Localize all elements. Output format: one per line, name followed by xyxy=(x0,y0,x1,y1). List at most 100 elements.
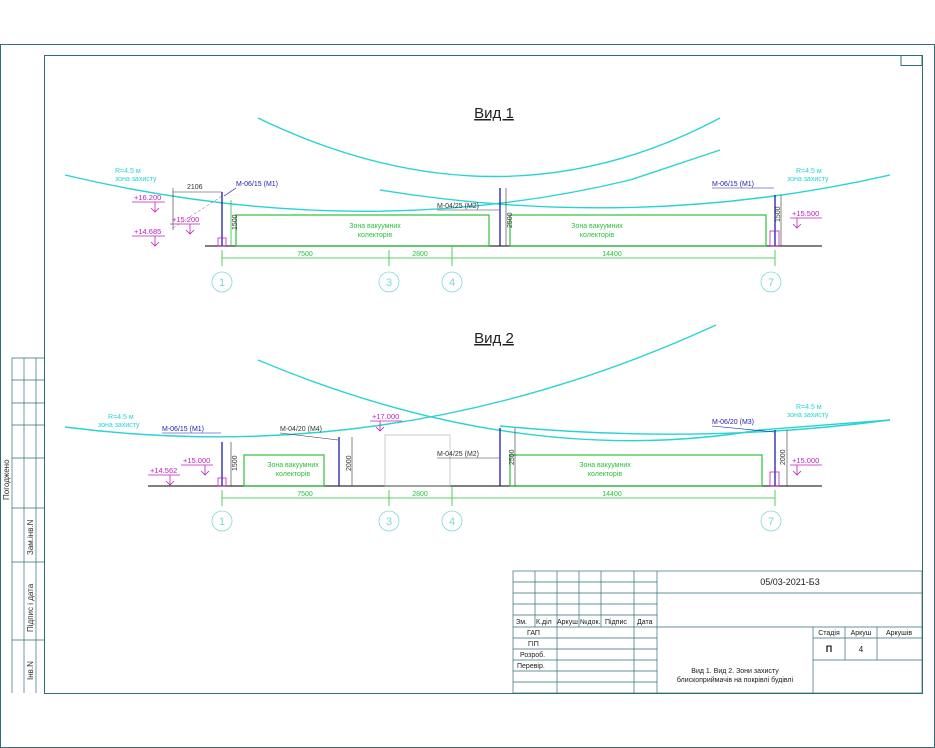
tb-header-kdil: К.діл xyxy=(536,618,552,626)
view-1-level-16200: +16.200 xyxy=(134,193,161,202)
document-code: 05/03-2021-Б3 xyxy=(760,577,819,587)
view-2-mast-label-4: М-06/20 (М3) xyxy=(712,419,754,426)
view-1-zone-label-left-2: колекторів xyxy=(358,231,392,239)
view-2-axis-4 xyxy=(441,510,463,532)
view-2-zone-right-label: зона захисту xyxy=(787,412,829,419)
view-2-axis-3 xyxy=(378,510,400,532)
view-1-axis-7-label: 7 xyxy=(768,277,774,289)
stamp-agreed: Погоджено xyxy=(2,459,11,500)
view-2-span-7500: 7500 xyxy=(297,491,313,498)
view-1-collector-zone-right xyxy=(509,214,767,247)
view-2-span-14400: 14400 xyxy=(602,491,622,498)
inner-frame xyxy=(44,55,923,694)
view-2-axis-7 xyxy=(760,510,782,532)
view-1-axis-1 xyxy=(211,271,233,293)
view-1-dim-1500-right: 1500 xyxy=(775,206,782,222)
tb-header-signature: Підпис xyxy=(605,618,627,626)
tb-role-checked: Перевір. xyxy=(517,662,545,670)
view-2-dim-2000-left: 2000 xyxy=(346,455,353,471)
view-1-arc-right xyxy=(379,174,891,209)
tb-sheet-value: 4 xyxy=(859,645,864,654)
tb-role-developed: Розроб. xyxy=(520,651,545,659)
view-1-mast-label-1: М-06/15 (М1) xyxy=(236,181,278,188)
view-1-arc-left xyxy=(64,149,721,212)
side-stamp: Погоджено Зам.інв.N Підпис і дата Інв.N xyxy=(2,357,44,693)
tb-header-date: Дата xyxy=(637,619,653,626)
view-1-zone-right-label: зона захисту xyxy=(787,176,829,183)
view-1-axis-1-label: 1 xyxy=(219,277,225,289)
view-1-zone-label-right-1: Зона вакуумних xyxy=(571,223,623,230)
view-2-radius-left: R=4.5 м xyxy=(108,414,134,421)
view-1-arc-top xyxy=(257,117,721,178)
view-2-level-14562: +14.562 xyxy=(150,466,177,475)
view-1-axis-3 xyxy=(378,271,400,293)
tb-description-1: Вид 1. Вид 2. Зони захисту xyxy=(691,668,779,675)
view-2-title: Вид 2 xyxy=(474,330,514,347)
view-2-zone-label-left-1: Зона вакуумних xyxy=(267,462,319,469)
view-1-level-15500: +15.500 xyxy=(792,209,819,218)
corner-box xyxy=(900,55,923,66)
view-1-dim-1500-left: 1500 xyxy=(232,214,239,230)
view-1-span-2800: 2800 xyxy=(412,251,428,258)
view-1-axis-3-label: 3 xyxy=(386,277,392,289)
view-2-zone-label-right-2: колекторів xyxy=(588,470,622,478)
view-1-zone-label-right-2: колекторів xyxy=(580,231,614,239)
view-2-radius-right: R=4.5 м xyxy=(796,404,822,411)
view-1-dim-2106: 2106 xyxy=(187,184,203,191)
view-2-zone-left-label: зона захисту xyxy=(98,422,140,429)
view-2-level-17000: +17.000 xyxy=(372,412,399,421)
view-1: Вид 1 Зона вакуумних колекторів Зона вак… xyxy=(64,105,891,293)
tb-stage-value: П xyxy=(826,644,832,654)
view-2-mast-label-1: М-06/15 (М1) xyxy=(162,426,204,433)
view-1-axis-7 xyxy=(760,271,782,293)
view-2-axis-1-label: 1 xyxy=(219,516,225,528)
view-1-collector-zone-left xyxy=(235,214,490,247)
tb-stage-header: Стадія xyxy=(818,629,840,637)
view-2-span-2800: 2800 xyxy=(412,491,428,498)
tb-header-sheet: Аркуш xyxy=(557,619,578,626)
view-1-level-14685: +14.685 xyxy=(134,227,161,236)
title-block: 05/03-2021-Б3 Зм. К.діл Аркуш №док. Підп… xyxy=(512,570,923,694)
view-2-axis-7-label: 7 xyxy=(768,516,774,528)
view-2-level-15000-right: +15.000 xyxy=(792,456,819,465)
view-2-dim-1500: 1500 xyxy=(232,455,239,471)
view-2-zone-label-left-2: колекторів xyxy=(276,470,310,478)
view-1-mast-base-right xyxy=(769,230,780,247)
tb-header-change: Зм. xyxy=(516,619,527,626)
view-2-dim-2000-right: 2000 xyxy=(780,449,787,465)
stamp-replaced-inv: Зам.інв.N xyxy=(26,519,35,555)
view-1-radius-left: R=4.5 м xyxy=(115,168,141,175)
view-2-arc-left xyxy=(64,324,717,438)
view-1-mast-label-2: М-04/25 (М2) xyxy=(437,203,479,210)
tb-sheet-header: Аркуш xyxy=(851,630,872,637)
view-2-collector-zone-left xyxy=(243,454,325,487)
view-1-mast-label-3: М-06/15 (М1) xyxy=(712,181,754,188)
tb-role-gip: ГІП xyxy=(528,641,539,648)
view-1-title: Вид 1 xyxy=(474,105,514,122)
view-1-zone-left-label: зона захисту xyxy=(115,176,157,183)
view-2-arc-right xyxy=(499,419,891,435)
view-1-level-15200: +15.200 xyxy=(172,215,199,224)
view-1-radius-right: R=4.5 м xyxy=(796,168,822,175)
view-2-axis-1 xyxy=(211,510,233,532)
view-1-dim-2500: 2500 xyxy=(507,212,514,228)
view-2-zone-label-right-1: Зона вакуумних xyxy=(579,462,631,469)
view-2-mast-label-3: М-04/25 (М2) xyxy=(437,451,479,458)
tb-description-2: блископриймачів на покрівлі будівлі xyxy=(677,676,794,684)
view-2-axis-4-label: 4 xyxy=(449,516,455,528)
view-1-axis-4 xyxy=(441,271,463,293)
stamp-inv-number: Інв.N xyxy=(26,661,35,680)
view-2-roof-structure xyxy=(384,434,451,487)
view-1-span-7500: 7500 xyxy=(297,251,313,258)
tb-sheets-header: Аркушів xyxy=(886,629,912,637)
view-2-collector-zone-right xyxy=(509,454,763,487)
view-2-arc-mid xyxy=(257,359,891,442)
tb-role-gap: ГАП xyxy=(527,630,540,637)
view-1-zone-label-left-1: Зона вакуумних xyxy=(349,223,401,230)
view-2-mast-label-2: М-04/20 (М4) xyxy=(280,426,322,433)
view-2: Вид 2 Зона вакуумних колекторів Зона вак… xyxy=(64,324,891,532)
view-2-dim-2500: 2500 xyxy=(509,449,516,465)
outer-border xyxy=(0,44,935,748)
stamp-signature-date: Підпис і дата xyxy=(26,583,35,632)
